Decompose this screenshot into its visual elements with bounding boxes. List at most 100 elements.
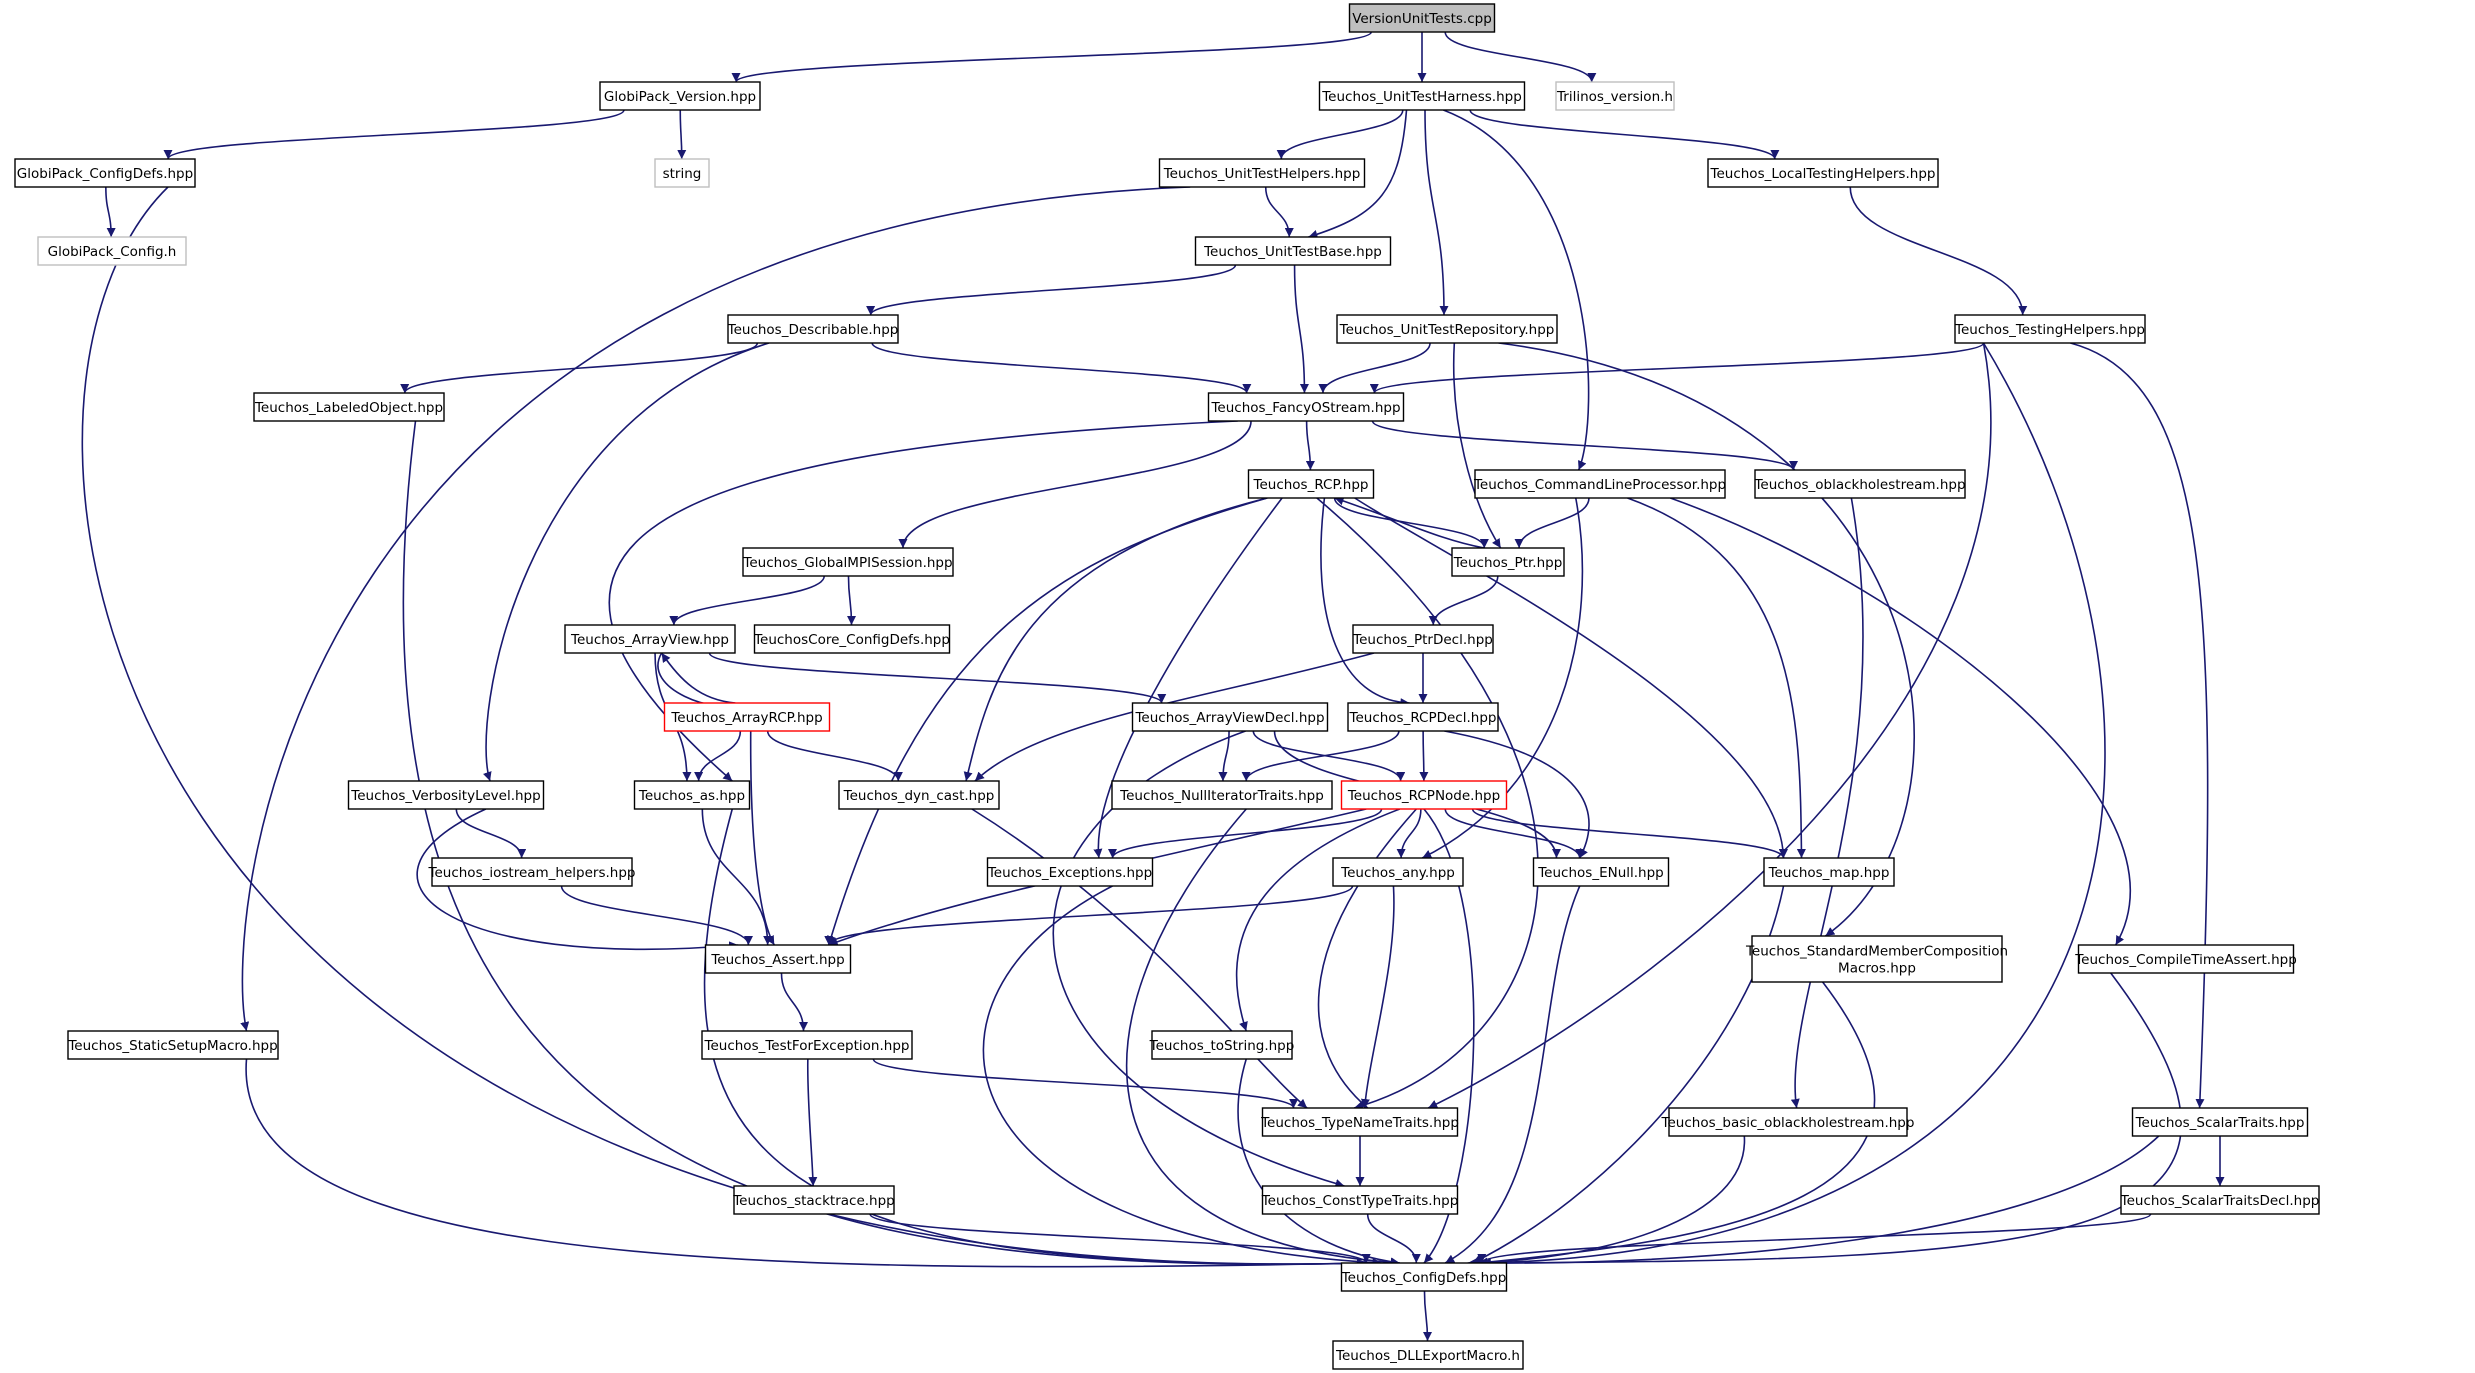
node-teuchos_iostream_helpers[interactable]: Teuchos_iostream_helpers.hpp (428, 857, 636, 887)
node-label: Teuchos_TestForException.hpp (704, 1038, 910, 1054)
node-teuchos_rcpnode[interactable]: Teuchos_RCPNode.hpp (1340, 780, 1508, 810)
node-teuchos_arrayviewdecl[interactable]: Teuchos_ArrayViewDecl.hpp (1131, 702, 1329, 732)
edge-teuchos_nulliteratortraits-to-teuchos_configdefs (1125, 808, 1400, 1267)
node-label: Teuchos_ArrayRCP.hpp (670, 710, 822, 726)
edge-teuchos_rcp-to-teuchos_assert (827, 497, 1268, 946)
node-box (742, 547, 954, 577)
node-teuchos_nulliteratortraits[interactable]: Teuchos_NullIteratorTraits.hpp (1111, 780, 1333, 810)
node-box (1352, 624, 1494, 654)
edge-teuchos_rcpnode-to-teuchos_exceptions (1108, 808, 1383, 859)
node-teuchos_commandlineprocessor[interactable]: Teuchos_CommandLineProcessor.hpp (1473, 469, 1726, 499)
edge-teuchos_assert-to-teuchos_testforexception (780, 972, 809, 1032)
node-teuchos_consttypetraits[interactable]: Teuchos_ConstTypeTraits.hpp (1261, 1185, 1459, 1215)
edge-teuchos_globalmpisession-to-teuchos_arrayview (669, 575, 826, 626)
node-box (1340, 1262, 1508, 1292)
node-globipack_version[interactable]: GlobiPack_Version.hpp (599, 81, 761, 111)
edge-teuchos_any-to-teuchos_assert (824, 885, 1354, 946)
node-box (1318, 81, 1526, 111)
edge-globipack_version-to-globipack_configdefs (163, 109, 625, 160)
node-teuchos_typenametraits[interactable]: Teuchos_TypeNameTraits.hpp (1260, 1107, 1459, 1137)
node-teuchos_labeledobject[interactable]: Teuchos_LabeledObject.hpp (253, 392, 445, 422)
node-teuchos_describable[interactable]: Teuchos_Describable.hpp (727, 314, 899, 344)
edge-teuchos_commandlineprocessor-to-teuchos_compiletimeassert (1670, 497, 2131, 946)
node-teuchos_basic_oblackholestream[interactable]: Teuchos_basic_oblackholestream.hpp (1661, 1107, 1915, 1137)
edge-teuchos_commandlineprocessor-to-teuchos_ptr (1514, 497, 1590, 549)
edge-teuchos_unittestrepository-to-teuchos_standardmembercomposition (1498, 342, 1915, 937)
edge-teuchos_stacktrace-to-teuchos_configdefs (869, 1213, 1371, 1264)
node-teuchos_tostring[interactable]: Teuchos_toString.hpp (1149, 1030, 1295, 1060)
node-teuchos_map[interactable]: Teuchos_map.hpp (1763, 857, 1895, 887)
node-label: Teuchos_FancyOStream.hpp (1210, 400, 1400, 416)
node-teuchos_any[interactable]: Teuchos_any.hpp (1332, 857, 1464, 887)
node-globipack_configdefs[interactable]: GlobiPack_ConfigDefs.hpp (14, 158, 196, 188)
node-box (838, 780, 1000, 810)
node-box (67, 1030, 279, 1060)
edge-teuchos_rcpnode-to-teuchos_any (1396, 808, 1422, 859)
node-label: Teuchos_UnitTestRepository.hpp (1339, 322, 1555, 338)
node-teuchos_verbositylevel[interactable]: Teuchos_VerbosityLevel.hpp (347, 780, 545, 810)
node-teuchos_rcp[interactable]: Teuchos_RCP.hpp (1247, 469, 1375, 499)
node-teuchos_staticsetupmacro[interactable]: Teuchos_StaticSetupMacro.hpp (67, 1030, 279, 1060)
edge-teuchos_unittestrepository-to-teuchos_fancyostream (1318, 342, 1431, 394)
node-label: Teuchos_as.hpp (638, 788, 745, 804)
node-teuchos_enull[interactable]: Teuchos_ENull.hpp (1532, 857, 1670, 887)
node-box (704, 944, 852, 974)
node-teuchos_unittestharness[interactable]: Teuchos_UnitTestHarness.hpp (1318, 81, 1526, 111)
node-teuchos_scalartraitsdecl[interactable]: Teuchos_ScalarTraitsDecl.hpp (2120, 1185, 2320, 1215)
dependency-edges (81, 31, 2225, 1342)
node-teuchos_fancyostream[interactable]: Teuchos_FancyOStream.hpp (1207, 392, 1405, 422)
node-teuchos_rcpdecl[interactable]: Teuchos_RCPDecl.hpp (1347, 702, 1499, 732)
edge-teuchos_iostream_helpers-to-teuchos_assert (560, 885, 753, 946)
node-teuchos_localtestinghelpers[interactable]: Teuchos_LocalTestingHelpers.hpp (1707, 158, 1939, 188)
edge-teuchos_rcpnode-to-teuchos_map (1471, 808, 1788, 859)
node-label: Teuchos_LabeledObject.hpp (254, 400, 443, 416)
node-box (1474, 469, 1726, 499)
node-teuchos_ptr[interactable]: Teuchos_Ptr.hpp (1451, 547, 1565, 577)
node-globipack_config[interactable]: GlobiPack_Config.h (37, 236, 187, 266)
node-teuchos_unittesthelpers[interactable]: Teuchos_UnitTestHelpers.hpp (1158, 158, 1366, 188)
edge-teuchos_unittestbase-to-teuchos_fancyostream (1293, 264, 1309, 394)
edge-teuchos_arrayrcp-to-teuchos_as (694, 730, 742, 782)
node-teuchos_as[interactable]: Teuchos_as.hpp (633, 780, 751, 810)
node-teuchos_configdefs[interactable]: Teuchos_ConfigDefs.hpp (1340, 1262, 1508, 1292)
node-label: Teuchos_ArrayView.hpp (570, 632, 729, 648)
node-trilinos_version[interactable]: Trilinos_version.h (1555, 81, 1675, 111)
node-box (1754, 469, 1966, 499)
node-teuchos_globalmpisession[interactable]: Teuchos_GlobalMPISession.hpp (742, 547, 954, 577)
node-versionunittests[interactable]: VersionUnitTests.cpp (1348, 3, 1496, 33)
node-teuchos_testforexception[interactable]: Teuchos_TestForException.hpp (701, 1030, 913, 1060)
node-teuchos_unittestrepository[interactable]: Teuchos_UnitTestRepository.hpp (1336, 314, 1558, 344)
node-label: Teuchos_UnitTestHelpers.hpp (1163, 166, 1361, 182)
node-teuchos_dllexportmacro[interactable]: Teuchos_DLLExportMacro.h (1332, 1340, 1524, 1370)
edge-teuchos_fancyostream-to-teuchos_as (608, 420, 1238, 782)
node-label: Teuchos_ScalarTraitsDecl.hpp (2120, 1193, 2320, 1209)
node-teuchos_unittestbase[interactable]: Teuchos_UnitTestBase.hpp (1194, 236, 1392, 266)
node-box (1151, 1030, 1293, 1060)
node-teuchos_exceptions[interactable]: Teuchos_Exceptions.hpp (986, 857, 1154, 887)
node-teuchoscore_configdefs[interactable]: TeuchosCore_ConfigDefs.hpp (753, 624, 951, 654)
node-teuchos_scalartraits[interactable]: Teuchos_ScalarTraits.hpp (2131, 1107, 2309, 1137)
node-teuchos_arrayrcp[interactable]: Teuchos_ArrayRCP.hpp (663, 702, 831, 732)
edge-teuchos_unittestharness-to-teuchos_localtestinghelpers (1469, 109, 1780, 160)
node-box (1131, 702, 1329, 732)
edge-teuchos_rcpnode-to-teuchos_tostring (1235, 808, 1401, 1032)
node-box (2131, 1107, 2309, 1137)
node-box (1111, 780, 1333, 810)
node-teuchos_ptrdecl[interactable]: Teuchos_PtrDecl.hpp (1352, 624, 1494, 654)
node-label: Teuchos_CommandLineProcessor.hpp (1473, 477, 1726, 493)
edge-teuchos_rcp-to-teuchos_ptr (1333, 497, 1489, 549)
node-teuchos_testinghelpers[interactable]: Teuchos_TestingHelpers.hpp (1954, 314, 2146, 344)
node-teuchos_arrayview[interactable]: Teuchos_ArrayView.hpp (564, 624, 736, 654)
node-teuchos_compiletimeassert[interactable]: Teuchos_CompileTimeAssert.hpp (2074, 944, 2297, 974)
edge-teuchos_describable-to-teuchos_labeledobject (400, 342, 759, 394)
node-label: Teuchos_basic_oblackholestream.hpp (1661, 1115, 1915, 1131)
node-box (1158, 158, 1366, 188)
node-string[interactable]: string (654, 158, 710, 188)
node-teuchos_oblackholestream[interactable]: Teuchos_oblackholestream.hpp (1753, 469, 1966, 499)
node-teuchos_assert[interactable]: Teuchos_Assert.hpp (704, 944, 852, 974)
node-teuchos_dyn_cast[interactable]: Teuchos_dyn_cast.hpp (838, 780, 1000, 810)
node-teuchos_stacktrace[interactable]: Teuchos_stacktrace.hpp (732, 1185, 895, 1215)
edge-teuchos_testinghelpers-to-teuchos_configdefs (1481, 342, 2106, 1268)
node-box (1194, 236, 1392, 266)
